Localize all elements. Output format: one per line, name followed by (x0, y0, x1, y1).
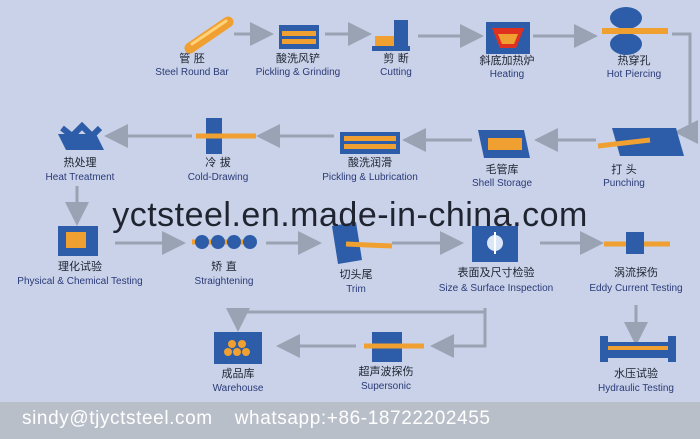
contact-footer: sindy@tjyctsteel.com whatsapp:+86-1872220… (0, 402, 700, 439)
step-15-label: 涡流探伤 Eddy Current Testing (589, 265, 682, 294)
arrow-return-top (226, 308, 485, 332)
step-7-label: 毛管库 Shell Storage (472, 162, 532, 189)
svg-text:Eddy Current Testing: Eddy Current Testing (589, 283, 682, 294)
step-2-label: 酸洗风铲 Pickling & Grinding (256, 51, 340, 78)
step-10-icon (58, 121, 104, 150)
svg-text:Heating: Heating (490, 69, 524, 80)
step-9-icon (196, 118, 256, 154)
svg-text:Hydraulic Testing: Hydraulic Testing (598, 383, 674, 394)
step-4-label: 斜底加热炉 Heating (480, 53, 535, 80)
svg-text:斜底加热炉: 斜底加热炉 (480, 53, 535, 67)
svg-text:超声波探伤: 超声波探伤 (359, 364, 414, 378)
svg-text:Pickling & Lubrication: Pickling & Lubrication (322, 172, 418, 183)
step-3-icon (372, 20, 410, 51)
step-8-icon (340, 132, 400, 154)
footer-email[interactable]: sindy@tjyctsteel.com (22, 408, 213, 429)
step-6-label: 打 头 Punching (603, 162, 645, 189)
step-11-icon (58, 226, 98, 256)
svg-text:热穿孔: 热穿孔 (618, 53, 651, 67)
svg-text:酸洗风铲: 酸洗风铲 (276, 51, 320, 65)
svg-text:Trim: Trim (346, 284, 366, 295)
svg-text:理化试验: 理化试验 (58, 259, 102, 273)
svg-text:Cutting: Cutting (380, 67, 412, 78)
step-1-label: 管 胚 Steel Round Bar (155, 51, 229, 78)
step-18-label: 成品库 Warehouse (213, 367, 264, 394)
svg-text:切头尾: 切头尾 (340, 268, 373, 281)
svg-text:酸洗润滑: 酸洗润滑 (348, 155, 392, 169)
step-5-label: 热穿孔 Hot Piercing (607, 53, 661, 80)
svg-text:涡流探伤: 涡流探伤 (614, 265, 658, 279)
step-9-label: 冷 拔 Cold-Drawing (188, 155, 249, 183)
step-6-icon (597, 128, 684, 156)
arrow-16-17 (430, 308, 487, 358)
svg-text:Steel Round Bar: Steel Round Bar (155, 67, 229, 78)
svg-text:Punching: Punching (603, 178, 645, 189)
svg-text:Shell Storage: Shell Storage (472, 178, 532, 189)
arrow-5-6 (672, 32, 698, 144)
step-3-label: 剪 断 Cutting (380, 51, 412, 78)
svg-text:冷 拔: 冷 拔 (205, 155, 231, 169)
svg-text:Cold-Drawing: Cold-Drawing (188, 172, 249, 183)
svg-text:管 胚: 管 胚 (179, 51, 205, 65)
step-12-icon (192, 235, 257, 249)
step-17-label: 超声波探伤 Supersonic (359, 364, 414, 392)
step-7-icon (478, 130, 530, 158)
step-15-icon (604, 232, 670, 254)
svg-text:Straightening: Straightening (195, 276, 254, 287)
footer-whatsapp[interactable]: whatsapp:+86-18722202455 (234, 408, 491, 429)
step-12-label: 矫 直 Straightening (195, 259, 254, 287)
step-16-icon (600, 336, 676, 362)
svg-text:Supersonic: Supersonic (361, 381, 411, 392)
svg-text:热处理: 热处理 (64, 156, 97, 169)
svg-text:Physical & Chemical Testing: Physical & Chemical Testing (17, 276, 142, 287)
watermark-text: yctsteel.en.made-in-china.com (112, 196, 588, 234)
svg-text:Size & Surface Inspection: Size & Surface Inspection (439, 283, 554, 294)
svg-text:Pickling & Grinding: Pickling & Grinding (256, 67, 340, 78)
svg-text:剪 断: 剪 断 (383, 51, 409, 65)
step-5-icon (602, 7, 668, 55)
step-2-icon (279, 25, 319, 49)
svg-text:毛管库: 毛管库 (486, 162, 519, 176)
step-13-label: 切头尾 Trim (340, 268, 373, 295)
step-14-icon (472, 226, 518, 262)
svg-text:表面及尺寸检验: 表面及尺寸检验 (458, 265, 535, 279)
step-18-icon (214, 332, 262, 364)
svg-text:水压试验: 水压试验 (614, 366, 658, 380)
step-10-label: 热处理 Heat Treatment (46, 156, 115, 183)
svg-text:Heat Treatment: Heat Treatment (46, 172, 115, 183)
step-16-label: 水压试验 Hydraulic Testing (598, 366, 674, 394)
svg-text:打 头: 打 头 (611, 162, 637, 176)
step-1-icon (184, 16, 234, 54)
step-17-icon (364, 332, 424, 362)
svg-text:Hot Piercing: Hot Piercing (607, 69, 661, 80)
step-4-icon (486, 22, 530, 54)
step-8-label: 酸洗润滑 Pickling & Lubrication (322, 155, 418, 183)
flow-arrows (65, 22, 698, 358)
footer-text: sindy@tjyctsteel.com whatsapp:+86-1872220… (22, 408, 491, 430)
step-11-label: 理化试验 Physical & Chemical Testing (17, 259, 142, 287)
step-14-label: 表面及尺寸检验 Size & Surface Inspection (439, 265, 554, 294)
svg-text:矫 直: 矫 直 (211, 259, 237, 273)
svg-text:成品库: 成品库 (222, 367, 255, 380)
step-13-icon (332, 222, 393, 264)
svg-text:Warehouse: Warehouse (213, 383, 264, 394)
